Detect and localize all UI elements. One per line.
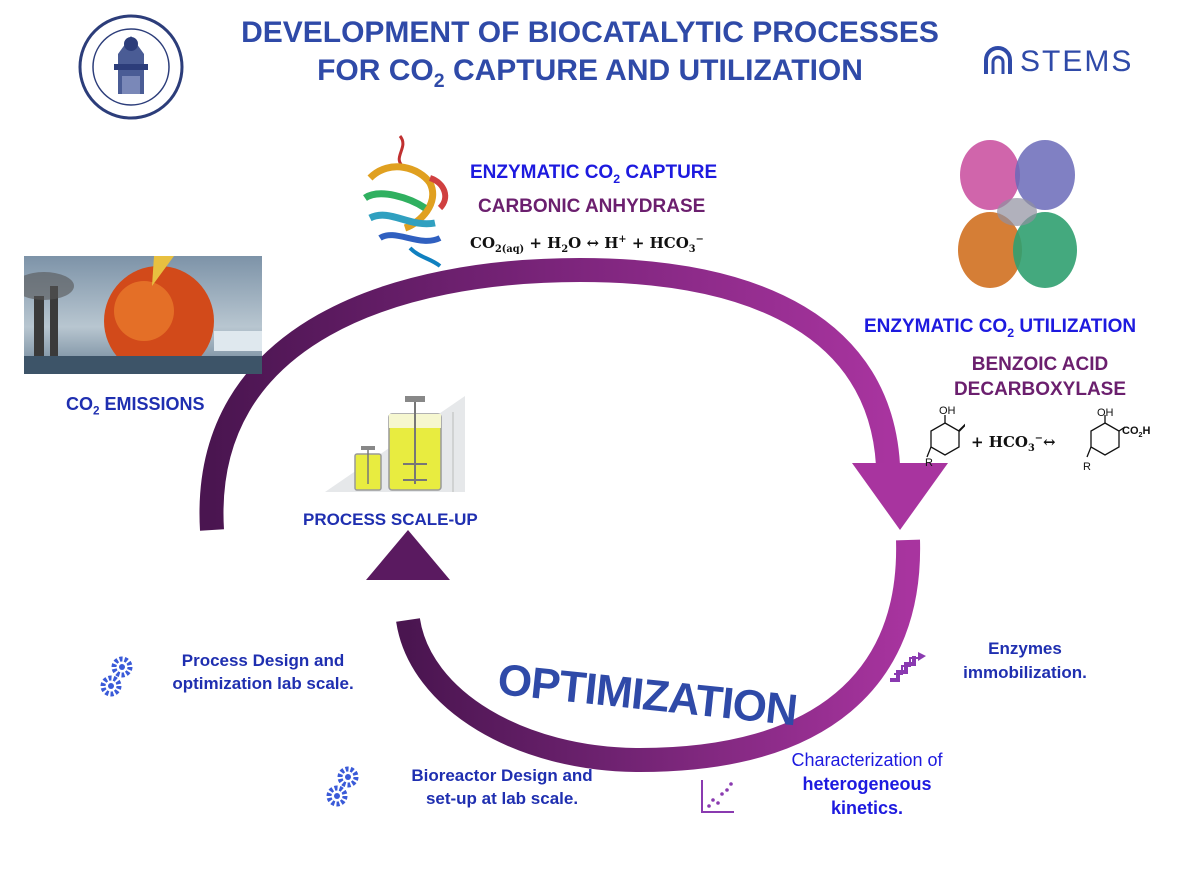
reaction-plus-hco3: + HCO3−↔ bbox=[971, 433, 1056, 454]
capture-equation: CO2(aq) + H2O ↔ H+ + HCO3− bbox=[470, 234, 704, 255]
process-design-line-1: Process Design and bbox=[181, 651, 345, 670]
utilization-heading: ENZYMATIC CO2 UTILIZATION bbox=[864, 316, 1137, 340]
page-title: DEVELOPMENT OF BIOCATALYTIC PROCESSES FO… bbox=[180, 14, 1000, 100]
decarboxylase-label-line-2: DECARBOXYLASE bbox=[953, 379, 1127, 400]
decarboxylase-structure-image bbox=[955, 130, 1080, 295]
salicylic-r-label: R bbox=[1083, 461, 1091, 473]
stems-logo: STEMS bbox=[980, 44, 1133, 80]
carbonic-anhydrase-label: CARBONIC ANHYDRASE bbox=[478, 196, 706, 217]
university-seal-logo bbox=[78, 14, 184, 120]
scatter-plot-icon bbox=[700, 778, 736, 814]
immobilization-text: Enzymes immobilization. bbox=[940, 637, 1110, 685]
scale-up-bioreactor-image bbox=[325, 392, 465, 497]
stairs-arrow-icon bbox=[888, 652, 928, 682]
gears-icon bbox=[326, 765, 362, 809]
bioreactor-line-2: set-up at lab scale. bbox=[425, 789, 579, 808]
characterization-line-1: Characterization of bbox=[791, 750, 943, 770]
process-design-text: Process Design and optimization lab scal… bbox=[148, 649, 378, 695]
upper-arrowhead bbox=[852, 463, 948, 530]
bioreactor-design-text: Bioreactor Design and set-up at lab scal… bbox=[384, 764, 620, 810]
characterization-line-3: kinetics. bbox=[830, 798, 904, 818]
phenol-r-label: R bbox=[925, 457, 933, 469]
characterization-text: Characterization of heterogeneous kineti… bbox=[762, 748, 972, 820]
title-line-1: DEVELOPMENT OF BIOCATALYTIC PROCESSES bbox=[241, 16, 939, 49]
gears-icon bbox=[100, 655, 136, 699]
lower-arc-arrow bbox=[396, 539, 921, 773]
phenol-oh-label: OH bbox=[939, 405, 956, 417]
salicylic-oh-label: OH bbox=[1097, 407, 1114, 419]
co2-emissions-image bbox=[24, 256, 262, 374]
upper-arc-arrow bbox=[199, 257, 900, 531]
co2-emissions-label: CO2 EMISSIONS bbox=[66, 394, 205, 418]
decarboxylase-label-line-1: BENZOIC ACID bbox=[971, 354, 1109, 375]
immobilization-line-1: Enzymes bbox=[988, 639, 1062, 658]
lower-arrowhead bbox=[366, 530, 450, 580]
capture-heading: ENZYMATIC CO2 CAPTURE bbox=[470, 162, 718, 186]
phenol-structure-icon bbox=[926, 415, 965, 458]
characterization-line-2: heterogeneous bbox=[802, 774, 932, 794]
process-design-line-2: optimization lab scale. bbox=[172, 674, 354, 693]
title-line-2: FOR CO2 CAPTURE AND UTILIZATION bbox=[317, 54, 863, 92]
stems-brand-text: STEMS bbox=[1020, 45, 1134, 78]
stems-icon bbox=[984, 46, 1012, 74]
immobilization-line-2: immobilization. bbox=[963, 663, 1087, 682]
carbonic-anhydrase-structure-image bbox=[350, 128, 460, 273]
salicylic-co2h-label: CO2H bbox=[1122, 425, 1151, 440]
decarboxylase-label: BENZOIC ACID DECARBOXYLASE bbox=[945, 352, 1135, 402]
process-scale-up-label: PROCESS SCALE-UP bbox=[303, 510, 478, 529]
utilization-reaction: OH R + HCO3−↔ OH CO2H R bbox=[925, 405, 1160, 477]
bioreactor-line-1: Bioreactor Design and bbox=[411, 766, 593, 785]
salicylic-acid-structure-icon bbox=[1086, 415, 1125, 458]
